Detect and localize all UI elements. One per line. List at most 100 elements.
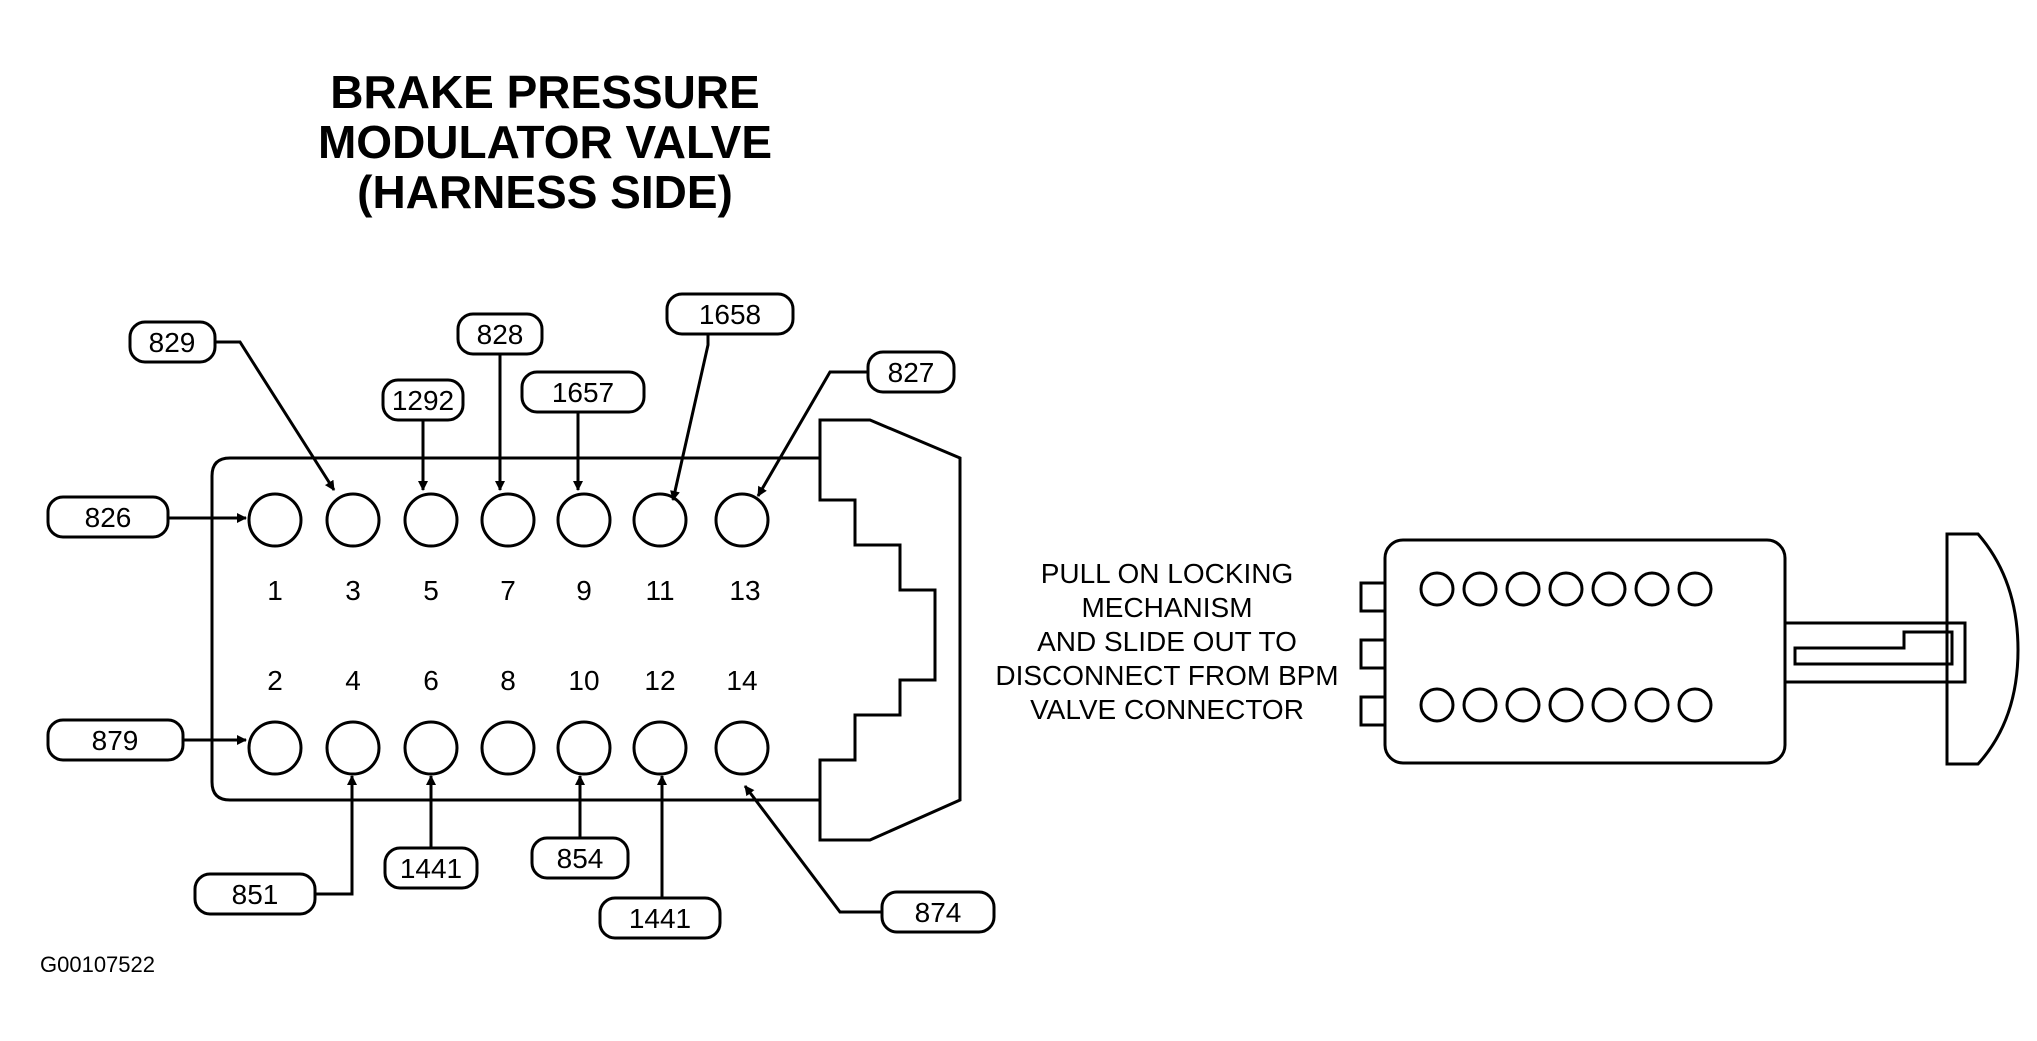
side-tab-2	[1359, 638, 1387, 670]
connector-side-view	[1359, 532, 2020, 766]
side-tab-3	[1359, 695, 1387, 727]
pin-number-5: 5	[423, 575, 439, 606]
pin-10	[556, 720, 612, 776]
pin-14	[714, 720, 770, 776]
side-bottom-pins	[1419, 687, 1713, 723]
instruction-line-3: AND SLIDE OUT TO	[1037, 626, 1297, 657]
wire-tag-pin-2	[46, 718, 185, 762]
harness-connector	[210, 418, 962, 842]
leader-pin-4	[315, 775, 357, 896]
leader-pin-3	[215, 340, 336, 491]
connector-latch-notch	[818, 458, 937, 800]
pin-3	[325, 492, 381, 548]
pin-1	[247, 492, 303, 548]
pin-11	[632, 492, 688, 548]
wire-tag-pin-4	[193, 872, 317, 916]
wire-tag-pin-10	[530, 836, 630, 880]
side-pin	[1419, 687, 1455, 723]
locking-slide-slot	[1793, 630, 1954, 666]
wire-tag-pin-1-label: 826	[85, 502, 132, 533]
wire-tag-pin-12	[598, 896, 722, 940]
pin-4	[325, 720, 381, 776]
pin-number-1: 1	[267, 575, 283, 606]
pin-number-6: 6	[423, 665, 439, 696]
side-pin	[1462, 687, 1498, 723]
wire-tag-pin-7	[456, 312, 544, 356]
leader-pin-13	[756, 370, 868, 497]
title-line-2: MODULATOR VALVE	[318, 116, 772, 168]
pin-12	[632, 720, 688, 776]
wire-tags: 826 829 1292 828 1657 1658 827 8 7 9 851 1…	[46, 292, 996, 940]
wire-tag-pin-9-label: 1657	[552, 377, 614, 408]
disconnect-instruction: PULL ON LOCKING MECHANISM AND SLIDE OUT …	[995, 558, 1338, 725]
pin-5	[403, 492, 459, 548]
wire-tag-pin-5	[381, 378, 465, 422]
wire-tag-pin-13	[866, 350, 956, 394]
wire-tag-pin-12-label: 1441	[629, 903, 691, 934]
pin-number-7: 7	[500, 575, 516, 606]
locking-pull-handle	[1945, 532, 2020, 766]
wire-tag-pin-14-label: 874	[915, 897, 962, 928]
instruction-line-2: MECHANISM	[1081, 592, 1252, 623]
wire-tag-pin-3	[128, 320, 217, 364]
diagram-title: BRAKE PRESSURE MODULATOR VALVE (HARNESS …	[318, 66, 772, 218]
leader-pin-14	[743, 785, 882, 914]
side-pin	[1462, 571, 1498, 607]
wire-tag-pin-13-label: 827	[888, 357, 935, 388]
wire-tag-pin-3-label: 829	[149, 327, 196, 358]
leader-lines	[168, 333, 882, 914]
pin-number-3: 3	[345, 575, 361, 606]
title-line-1: BRAKE PRESSURE	[330, 66, 759, 118]
side-pin	[1677, 687, 1713, 723]
wire-tag-pin-6-label: 1441	[400, 853, 462, 884]
wire-tag-pin-5-label: 1292	[392, 385, 454, 416]
pin-9	[556, 492, 612, 548]
top-pin-row	[247, 492, 770, 548]
instruction-line-4: DISCONNECT FROM BPM	[995, 660, 1338, 691]
pin-number-14: 14	[726, 665, 757, 696]
title-line-3: (HARNESS SIDE)	[357, 166, 733, 218]
pin-number-labels: 1 3 5 7 9 11 13 2 4 6 8 10 12 14	[267, 575, 760, 696]
pin-number-2: 2	[267, 665, 283, 696]
pin-2	[247, 720, 303, 776]
side-pin	[1548, 687, 1584, 723]
wire-tag-pin-6	[383, 846, 479, 890]
leader-pin-11	[670, 333, 710, 501]
pin-number-10: 10	[568, 665, 599, 696]
wire-tag-pin-11-label: 1658	[699, 299, 761, 330]
connector-body-outline	[210, 418, 962, 842]
figure-id: G00107522	[40, 952, 155, 977]
wire-tag-pin-7-label: 828	[477, 319, 524, 350]
side-pin	[1419, 571, 1455, 607]
bottom-pin-row	[247, 720, 770, 776]
side-pin	[1591, 571, 1627, 607]
pin-number-12: 12	[644, 665, 675, 696]
wire-tag-pin-4-label: 851	[232, 879, 279, 910]
locking-slide	[1785, 621, 1967, 684]
side-pin	[1505, 687, 1541, 723]
wire-tag-pin-14	[880, 890, 996, 934]
side-pin	[1591, 687, 1627, 723]
instruction-line-5: VALVE CONNECTOR	[1030, 694, 1304, 725]
side-pin	[1634, 687, 1670, 723]
pin-13	[714, 492, 770, 548]
pin-7	[480, 492, 536, 548]
pin-8	[480, 720, 536, 776]
pin-number-4: 4	[345, 665, 361, 696]
side-pin	[1505, 571, 1541, 607]
wire-tag-pin-11	[665, 292, 795, 336]
side-pin	[1634, 571, 1670, 607]
side-tab-1	[1359, 581, 1387, 613]
side-top-pins	[1419, 571, 1713, 607]
instruction-line-1: PULL ON LOCKING	[1041, 558, 1294, 589]
pin-6	[403, 720, 459, 776]
pin-number-9: 9	[576, 575, 592, 606]
wire-tag-pin-9	[520, 370, 646, 414]
side-pin	[1677, 571, 1713, 607]
wire-tag-pin-1	[46, 495, 170, 539]
pin-number-8: 8	[500, 665, 516, 696]
locking-mechanism	[1785, 532, 2020, 766]
pin-number-13: 13	[729, 575, 760, 606]
side-pin	[1548, 571, 1584, 607]
